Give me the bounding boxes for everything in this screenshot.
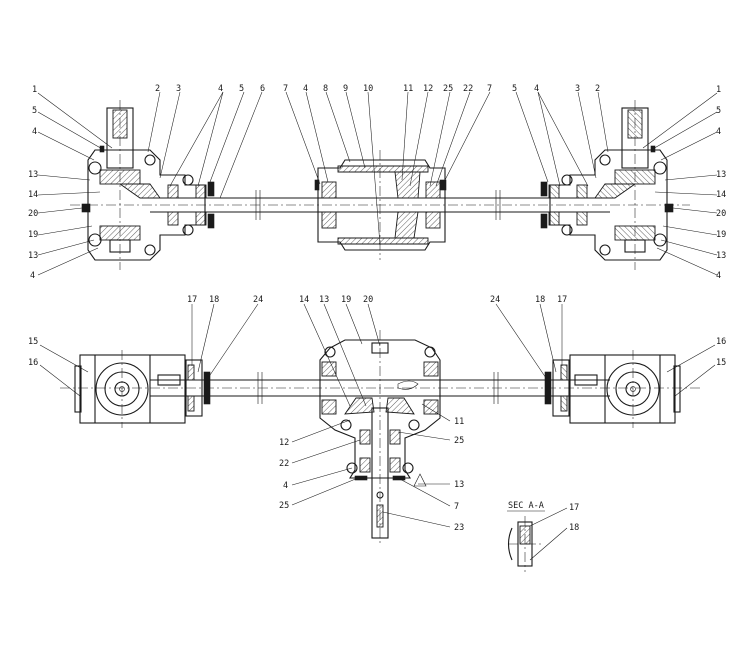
label-13-right-b: 13 <box>716 251 726 261</box>
label-19-center: 19 <box>341 295 351 305</box>
label-17-section: 17 <box>569 503 579 513</box>
right-hub <box>544 350 681 428</box>
label-13-center-b: 13 <box>454 480 464 490</box>
label-14-center: 14 <box>299 295 309 305</box>
label-7-center: 7 <box>454 502 459 512</box>
label-5-left: 5 <box>32 106 37 116</box>
label-2-left: 2 <box>155 84 160 94</box>
label-4-right: 4 <box>716 127 721 137</box>
label-1-left: 1 <box>32 85 37 95</box>
label-18-section: 18 <box>569 523 579 533</box>
bottom-view: 15 16 17 18 24 14 13 19 20 11 25 12 22 4… <box>28 295 726 545</box>
label-11-center: 11 <box>454 417 464 427</box>
label-9: 9 <box>343 84 348 94</box>
label-15-right: 15 <box>716 358 726 368</box>
label-13-center-top: 13 <box>319 295 329 305</box>
label-19-right: 19 <box>716 230 726 240</box>
label-3-left: 3 <box>176 84 181 94</box>
label-13-left-a: 13 <box>28 170 38 180</box>
label-19-left: 19 <box>28 230 38 240</box>
label-16-left: 16 <box>28 358 38 368</box>
left-hub <box>74 350 211 428</box>
label-17-left: 17 <box>187 295 197 305</box>
label-5-right: 5 <box>716 106 721 116</box>
label-8: 8 <box>323 84 328 94</box>
label-1-right: 1 <box>716 85 721 95</box>
top-view-leaders <box>37 91 718 276</box>
label-22-center: 22 <box>279 459 289 469</box>
label-4-mid-left: 4 <box>218 84 223 94</box>
label-14-right: 14 <box>716 190 726 200</box>
label-20-left: 20 <box>28 209 38 219</box>
label-7-right: 7 <box>487 84 492 94</box>
label-11: 11 <box>403 84 413 94</box>
label-4-right-b: 4 <box>716 271 721 281</box>
bottom-view-labels: 15 16 17 18 24 14 13 19 20 11 25 12 22 4… <box>28 295 726 533</box>
bottom-view-leaders <box>39 303 716 528</box>
label-5-mid-left: 5 <box>239 84 244 94</box>
label-2-right: 2 <box>595 84 600 94</box>
label-7-left: 7 <box>283 84 288 94</box>
label-17-right: 17 <box>557 295 567 305</box>
label-4-mid-right: 4 <box>534 84 539 94</box>
center-housing <box>314 150 447 260</box>
label-4-left: 4 <box>32 127 37 137</box>
section-a-a: SEC A-A 17 18 <box>507 501 579 572</box>
label-12-center: 12 <box>279 438 289 448</box>
label-6: 6 <box>260 84 265 94</box>
label-5-mid-right: 5 <box>512 84 517 94</box>
label-23-center: 23 <box>454 523 464 533</box>
label-25: 25 <box>443 84 453 94</box>
label-15-left: 15 <box>28 337 38 347</box>
label-13-left-b: 13 <box>28 251 38 261</box>
label-16-right: 16 <box>716 337 726 347</box>
label-22: 22 <box>463 84 473 94</box>
label-20-center: 20 <box>363 295 373 305</box>
label-4-left-b: 4 <box>30 271 35 281</box>
label-20-right: 20 <box>716 209 726 219</box>
top-view-labels: 1 5 4 2 3 4 5 6 7 4 8 9 10 11 12 25 22 7… <box>28 84 726 281</box>
label-18-left: 18 <box>209 295 219 305</box>
section-title: SEC A-A <box>508 501 544 511</box>
right-gearbox <box>540 100 674 270</box>
label-10: 10 <box>363 84 373 94</box>
label-24-right: 24 <box>490 295 500 305</box>
label-3-right: 3 <box>575 84 580 94</box>
label-12: 12 <box>423 84 433 94</box>
label-24-left: 24 <box>253 295 263 305</box>
label-25-center-a: 25 <box>454 436 464 446</box>
label-14-left: 14 <box>28 190 38 200</box>
label-13-right-a: 13 <box>716 170 726 180</box>
top-sectional-view: 1 5 4 2 3 4 5 6 7 4 8 9 10 11 12 25 22 7… <box>28 84 726 281</box>
label-25-center-b: 25 <box>279 501 289 511</box>
label-18-right: 18 <box>535 295 545 305</box>
label-4-center-b: 4 <box>283 481 288 491</box>
left-gearbox <box>81 100 215 270</box>
label-4-center: 4 <box>303 84 308 94</box>
center-vertical-gearbox <box>319 330 441 545</box>
